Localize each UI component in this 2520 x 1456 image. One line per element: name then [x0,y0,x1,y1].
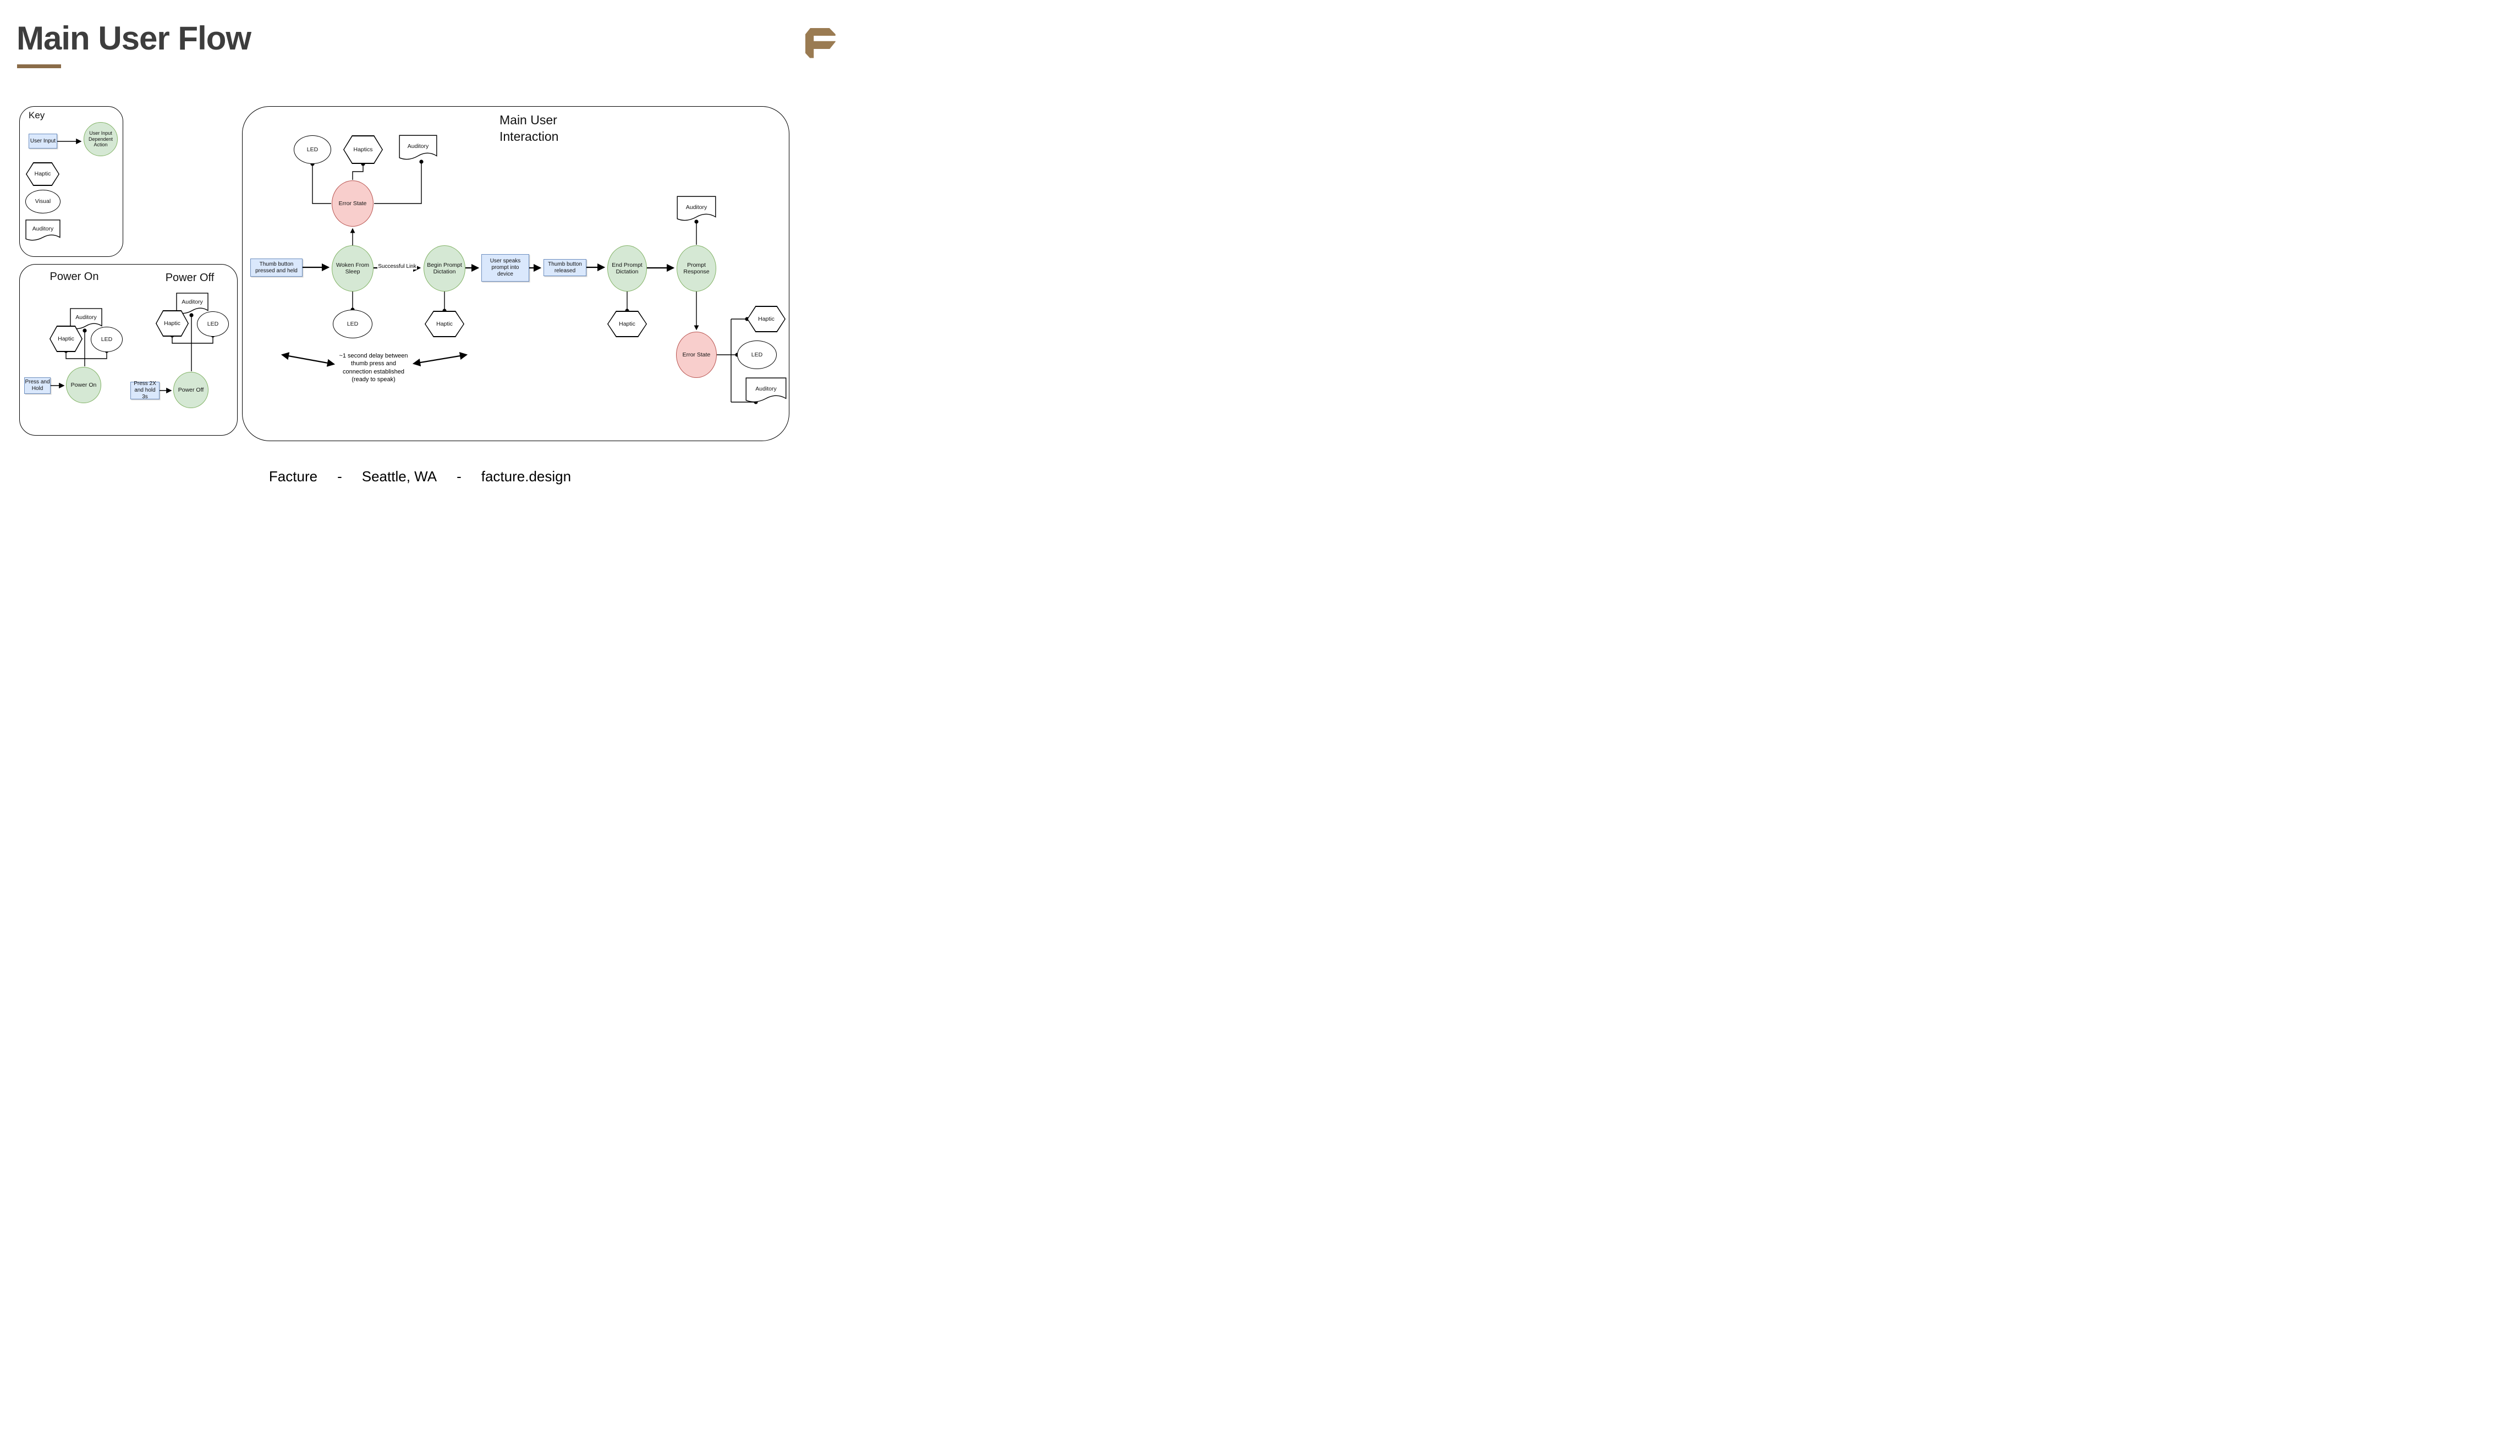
node-label: Haptic [34,171,51,178]
thumb-pressed-node: Thumb button pressed and held [250,259,303,277]
page-title: Main User Flow [17,20,251,57]
main-interaction-title: Main User Interaction [499,113,559,144]
footer-brand: Facture [268,468,318,485]
key-auditory-node: Auditory [25,219,61,244]
main-interaction-box [242,106,789,441]
document-shape-icon [25,219,61,244]
node-label: Visual [35,198,51,205]
key-visual-node: Visual [25,190,61,213]
response-auditory-node: Auditory [677,196,716,224]
node-label: Auditory [32,226,54,233]
error-state-2-node: Error State [676,332,717,378]
node-label: Auditory [685,204,707,211]
power-off-action-node: Power Off [173,372,208,408]
thumb-released-node: Thumb button released [543,259,586,276]
key-user-input-node: User Input [29,134,57,149]
node-label: Haptic [58,335,74,342]
footer: Facture - Seattle, WA - facture.design [0,468,840,485]
node-label: LED [347,320,359,327]
footer-separator: - [337,468,342,485]
node-label: Auditory [75,314,97,321]
end-haptic-node: Haptic [607,311,647,337]
begin-haptic-node: Haptic [425,311,464,337]
facture-logo-icon [805,28,836,58]
node-label: Power On [70,381,97,388]
node-label: Press 2X and hold 3s [134,381,156,400]
delay-annotation: ~1 second delay between thumb press and … [339,353,408,383]
power-off-title: Power Off [165,272,215,284]
connector-lines [51,138,758,404]
key-dependent-action-node: User Input Dependent Action [84,122,118,156]
power-on-led-node: LED [91,327,123,352]
node-label: Auditory [182,299,203,306]
power-off-led-node: LED [197,311,229,337]
node-label: Haptic [619,320,635,327]
power-on-haptic-node: Haptic [50,326,83,352]
power-on-auditory-node: Auditory [70,308,102,332]
node-label: Error State [682,351,711,358]
error1-led-node: LED [294,135,331,164]
document-shape-icon [745,377,787,406]
node-label: LED [207,320,219,327]
error2-auditory-node: Auditory [745,377,787,406]
error2-haptic-node: Haptic [747,306,786,332]
node-label: Power Off [178,386,204,393]
error-state-node: Error State [332,180,374,227]
node-label: Auditory [755,386,777,393]
error1-haptics-node: Haptics [343,135,383,164]
node-label: Haptic [164,320,180,327]
footer-website: facture.design [481,468,572,485]
power-on-action-node: Power On [66,367,101,403]
power-off-haptic-node: Haptic [156,310,189,337]
node-label: Woken From Sleep [336,261,369,275]
node-label: LED [101,336,113,343]
node-label: LED [306,146,319,153]
user-speaks-node: User speaks prompt into device [481,254,529,282]
node-label: Prompt Response [683,261,710,275]
node-label: User Input [30,138,56,144]
slide: Main User Flow Key Power On Power Off Ma… [0,0,840,485]
node-label: User speaks prompt into device [490,258,521,277]
node-label: Press and Hold [25,379,50,392]
end-prompt-dictation-node: End Prompt Dictation [607,245,647,292]
node-label: Haptic [436,320,453,327]
node-label: Auditory [407,143,429,150]
node-label: User Input Dependent Action [88,130,113,148]
node-label: Thumb button released [548,261,582,274]
power-on-trigger-node: Press and Hold [24,377,51,394]
key-haptic-node: Haptic [26,162,59,186]
node-label: Thumb button pressed and held [255,261,298,274]
successful-link-label: Successful Link [377,263,417,270]
power-off-trigger-node: Press 2X and hold 3s [130,381,160,400]
footer-location: Seattle, WA [361,468,437,485]
node-label: Error State [338,200,367,207]
begin-prompt-dictation-node: Begin Prompt Dictation [424,245,465,292]
power-box [19,264,238,436]
prompt-response-node: Prompt Response [677,245,716,292]
node-label: LED [751,351,763,358]
power-on-title: Power On [50,271,99,283]
error2-led-node: LED [737,340,777,369]
key-title: Key [29,110,45,120]
node-label: End Prompt Dictation [612,261,643,275]
document-shape-icon [677,196,716,224]
node-label: Haptics [353,146,373,153]
woken-led-node: LED [333,310,372,338]
node-label: Haptic [758,315,775,322]
error1-auditory-node: Auditory [399,135,437,163]
document-shape-icon [399,135,437,163]
key-legend-box [19,106,123,257]
woken-from-sleep-node: Woken From Sleep [332,245,374,292]
title-underline [17,64,61,68]
footer-separator: - [457,468,462,485]
node-label: Begin Prompt Dictation [427,261,462,275]
